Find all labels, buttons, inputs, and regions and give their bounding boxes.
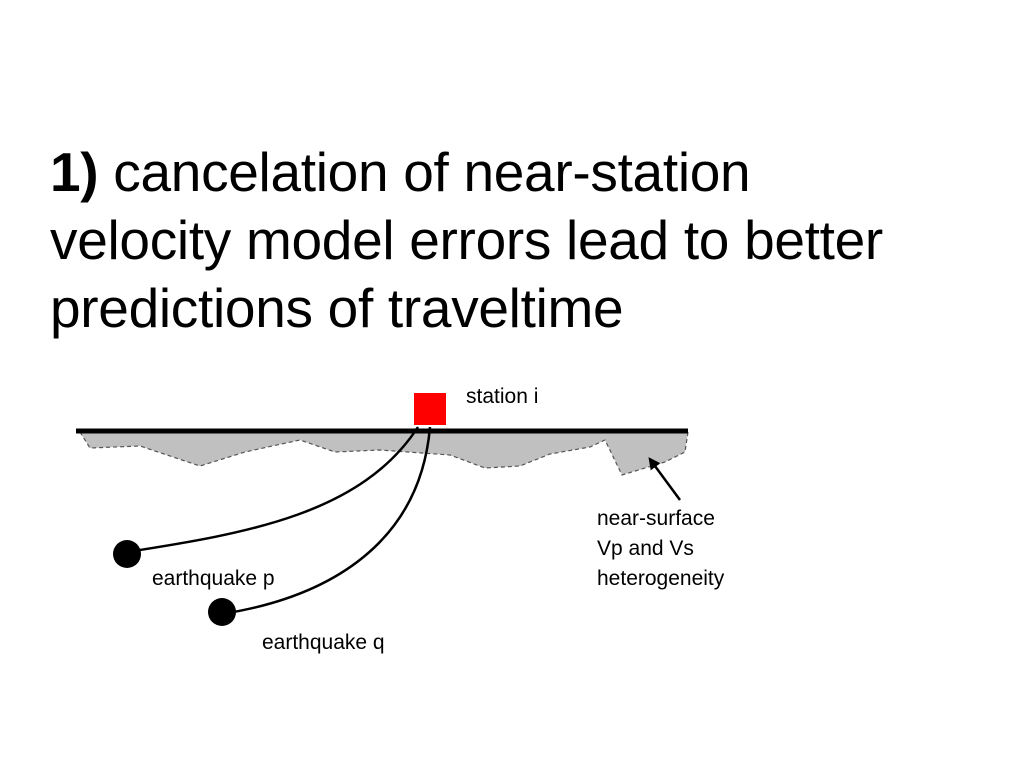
earthquake-p-marker: [113, 540, 141, 568]
near-surface-label-line-2: Vp and Vs: [597, 537, 694, 560]
title-line-3: predictions of traveltime: [50, 277, 624, 339]
ray-path-q: [221, 426, 432, 616]
annotation-arrow: [648, 457, 682, 501]
earthquake-q-marker: [208, 598, 236, 626]
slide-title: 1) cancelation of near-station velocity …: [50, 138, 990, 342]
ray-path-p: [126, 426, 420, 554]
station-marker: [414, 393, 446, 425]
earthquake-q-label: earthquake q: [262, 631, 385, 654]
station-label: station i: [466, 385, 538, 408]
earthquake-p-label: earthquake p: [152, 567, 275, 590]
title-line-2: velocity model errors lead to better: [50, 209, 883, 271]
near-surface-label-line-3: heterogeneity: [597, 567, 725, 590]
near-surface-heterogeneity-layer: [78, 431, 689, 476]
title-number: 1): [50, 141, 99, 203]
near-surface-label-line-1: near-surface: [597, 507, 715, 530]
title-line-1: cancelation of near-station: [113, 141, 751, 203]
